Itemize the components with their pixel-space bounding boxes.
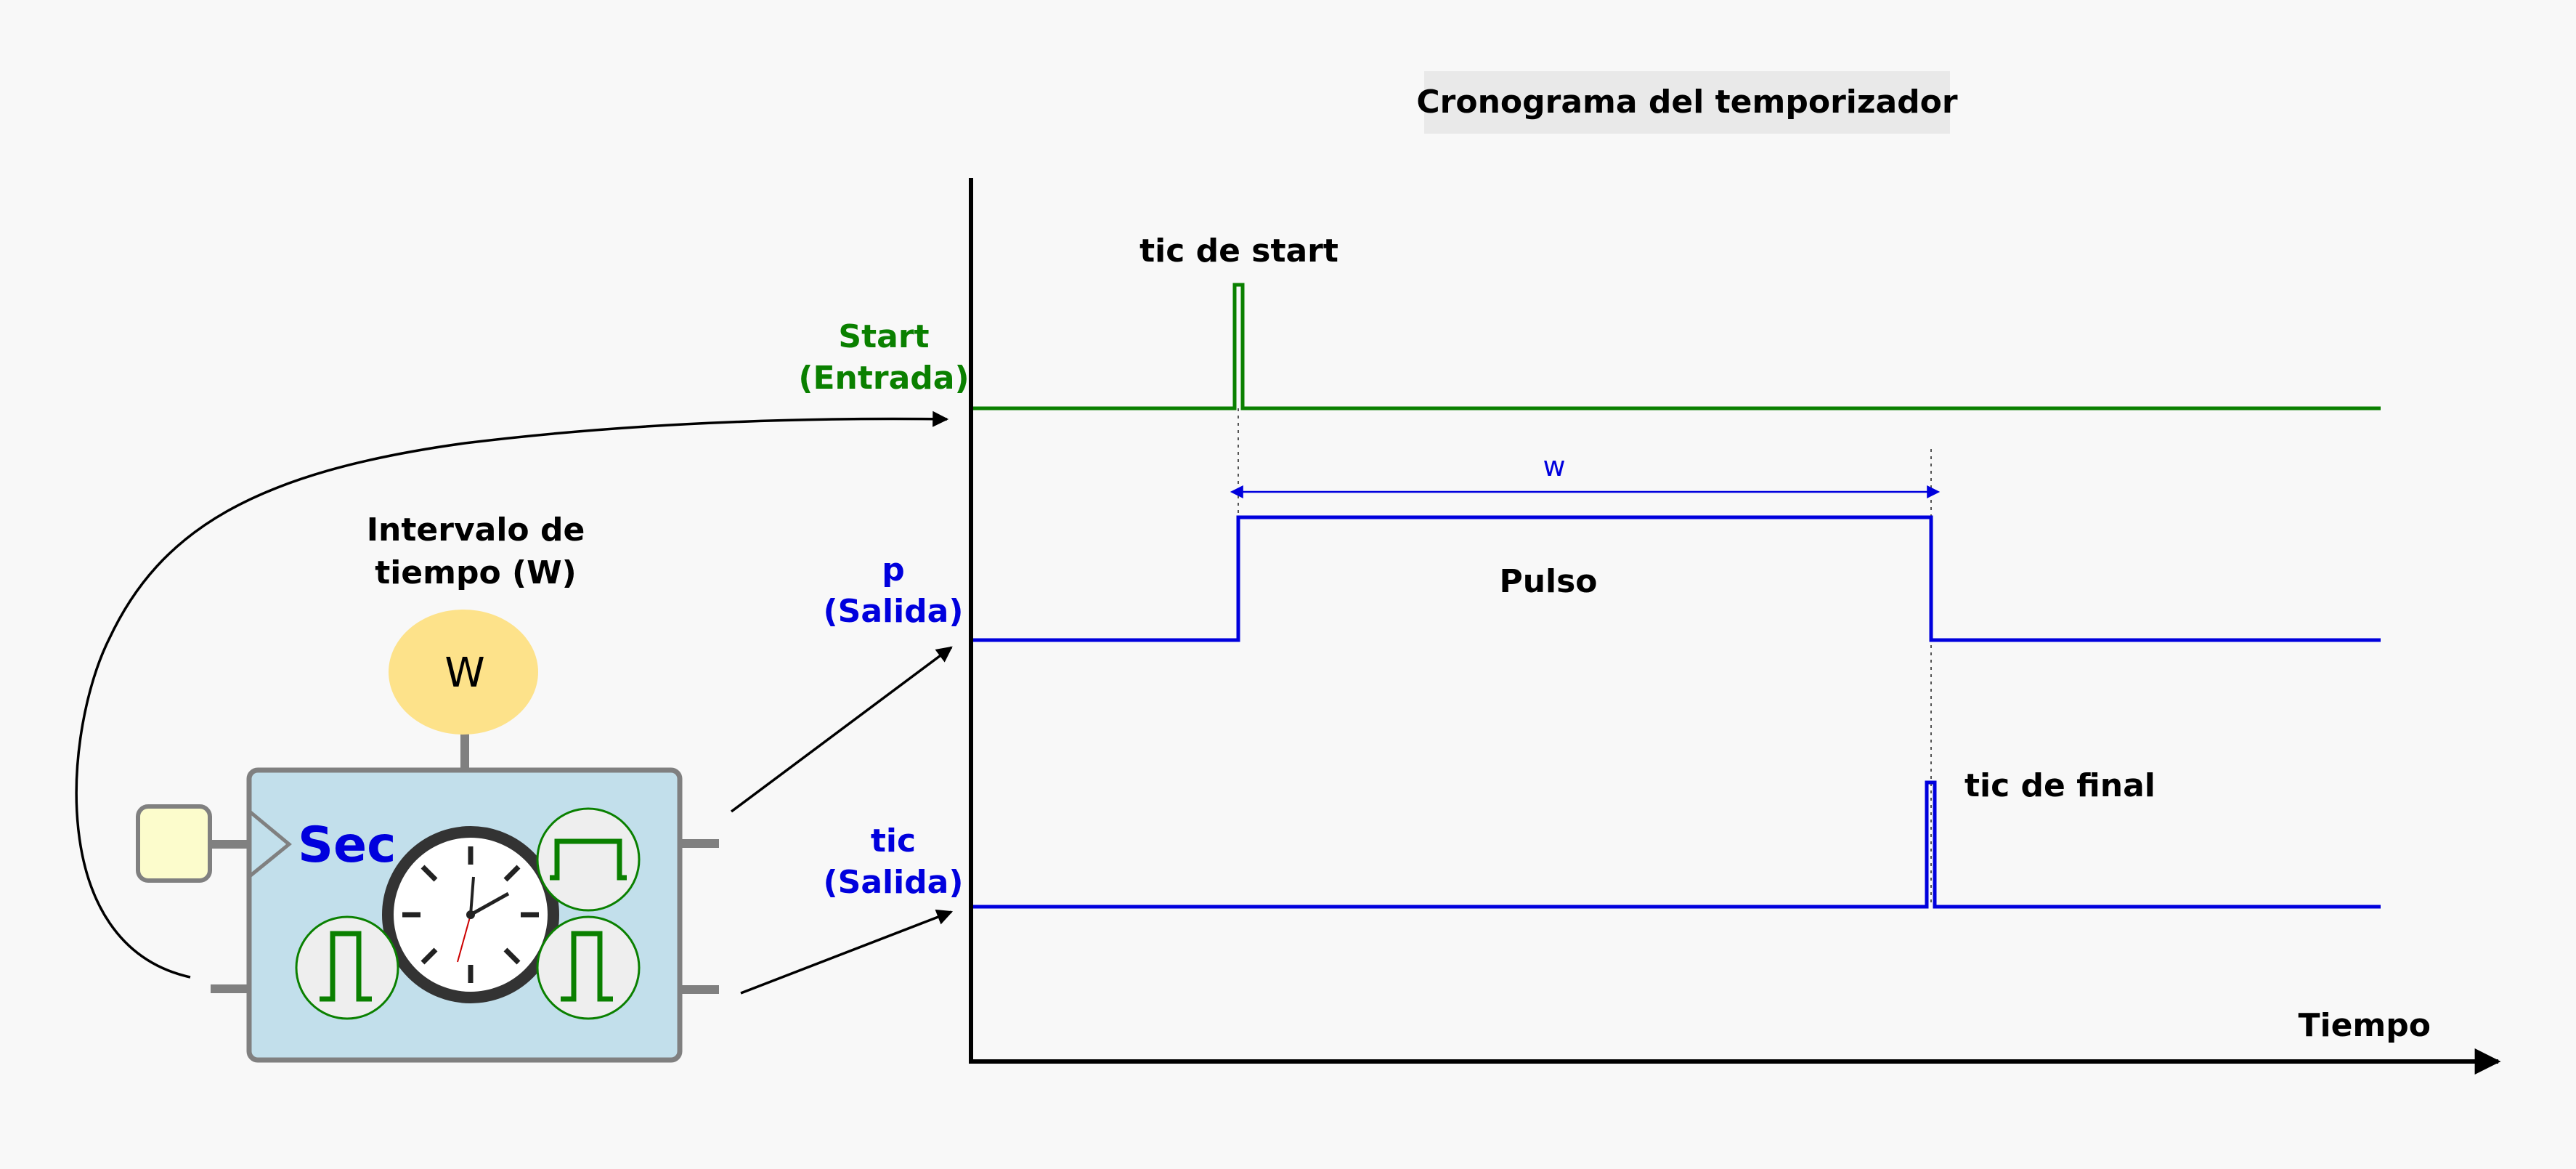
clock-icon xyxy=(382,826,559,1003)
tic-signal-label: tic xyxy=(871,822,916,859)
pulse-label: Pulso xyxy=(1499,563,1597,600)
tic-start-label: tic de start xyxy=(1139,232,1338,270)
p-output-arrow xyxy=(730,646,953,813)
time-axis-label: Tiempo xyxy=(2298,1007,2431,1044)
start-feedback-arrow xyxy=(75,410,949,979)
pulse-icon xyxy=(536,807,641,912)
tic-output-arrow xyxy=(740,909,954,995)
interval-label: Intervalo de xyxy=(367,511,585,549)
start-signal: Start (Entrada) tic de start xyxy=(798,232,2381,410)
start-signal-sublabel: (Entrada) xyxy=(798,360,969,397)
tic-end-icon xyxy=(536,915,641,1020)
title-text: Cronograma del temporizador xyxy=(1416,84,1958,121)
p-signal: p (Salida) Pulso xyxy=(824,515,2381,642)
tic-signal-sublabel: (Salida) xyxy=(824,864,964,901)
p-signal-label: p xyxy=(882,551,905,588)
p-signal-sublabel: (Salida) xyxy=(824,593,964,630)
interval-w-dimension: w xyxy=(1230,450,1941,498)
start-waveform xyxy=(973,283,2381,410)
title-background xyxy=(1424,71,1950,134)
component-name: Sec xyxy=(298,817,396,874)
timer-component: Intervalo de tiempo (W) W Sec xyxy=(136,511,719,1063)
tic-start-icon xyxy=(295,915,399,1020)
clock-input-triangle xyxy=(249,811,292,877)
tic-waveform xyxy=(973,780,2381,909)
interval-w-label: w xyxy=(1543,450,1565,482)
interval-sublabel: tiempo (W) xyxy=(375,554,577,591)
tic-signal: tic (Salida) tic de final xyxy=(824,767,2381,909)
w-parameter-label: W xyxy=(444,650,484,697)
start-signal-label: Start xyxy=(838,318,929,355)
input-block xyxy=(136,804,212,883)
time-axes: Tiempo xyxy=(969,178,2501,1075)
tic-final-label: tic de final xyxy=(1964,767,2156,804)
p-waveform xyxy=(973,515,2381,642)
chart-title: Cronograma del temporizador xyxy=(1416,71,1958,134)
w-parameter xyxy=(389,610,538,735)
